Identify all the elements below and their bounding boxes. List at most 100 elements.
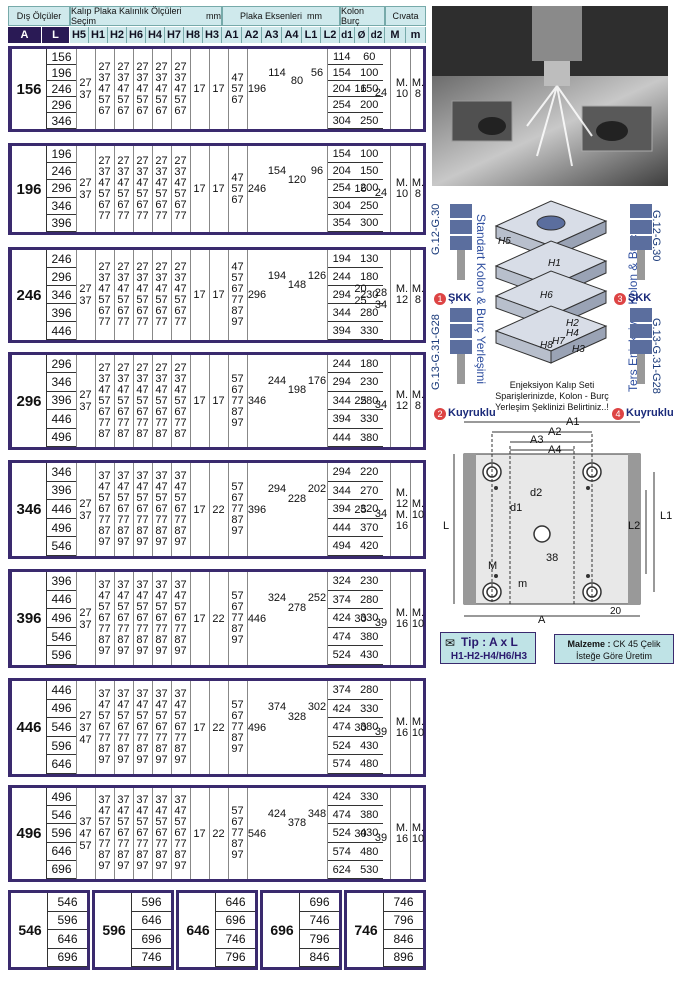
l-cell: 596 (47, 824, 76, 843)
l2-cell: 430 (360, 649, 379, 662)
col-d1: d1 (340, 27, 355, 43)
m-big-cell: M. 10 (395, 77, 409, 100)
h5-cell: 27 37 (79, 283, 92, 307)
grid-line (327, 572, 328, 665)
h8-cell: 17 (212, 395, 225, 407)
h7-cell: 17 (193, 721, 206, 734)
l1-cell: 344 (332, 307, 351, 319)
extra-a-value: 696 (270, 922, 294, 938)
dim-L: L (443, 520, 450, 532)
grid-line (76, 681, 77, 774)
bushing-detail-left (450, 204, 472, 384)
l-cell: 346 (47, 286, 76, 304)
l1-cell: 344 (332, 484, 351, 497)
h-value-cell: 37 47 57 67 77 87 97 (98, 579, 111, 657)
grid-line (247, 788, 248, 879)
h8-cell: 17 (212, 289, 225, 301)
l1-cell: 424 (332, 791, 351, 803)
h3-cell: 47 57 67 77 87 97 (231, 261, 244, 328)
bushing-detail-right (630, 204, 652, 384)
a4-cell: 176 (307, 375, 327, 388)
machining-photo (432, 6, 668, 186)
h5-cell: 37 47 57 (79, 815, 92, 852)
grid-line (152, 146, 153, 232)
h-value-cell: 37 47 57 67 77 87 97 (136, 688, 149, 766)
badge-3: 3 (614, 293, 626, 305)
col-H7: H7 (165, 27, 184, 43)
l2-cell: 150 (360, 83, 379, 95)
l-cell: 446 (47, 410, 76, 429)
grid-line (228, 572, 229, 665)
h-value-cell: 37 47 57 67 77 87 97 (174, 579, 187, 657)
grid-line (133, 250, 134, 340)
h8-cell: 22 (212, 721, 225, 734)
l2-cell: 330 (360, 702, 379, 715)
h8-cell: 22 (212, 827, 225, 840)
col-L2: L2 (321, 27, 340, 43)
grid-line (209, 681, 210, 774)
a2-cell: 244 (267, 375, 287, 388)
l-cell: 646 (47, 843, 76, 861)
extra-a-value: 596 (102, 922, 126, 938)
grid-line (133, 788, 134, 879)
dim-a-value: 496 (16, 825, 42, 842)
grid-line (95, 49, 96, 129)
grid-line (95, 146, 96, 232)
l-cell: 446 (47, 322, 76, 340)
grid-line (410, 250, 411, 340)
a4-cell: 126 (307, 269, 327, 282)
envelope-icon: ✉ (445, 636, 456, 650)
l-cell: 346 (47, 198, 76, 215)
col-H1: H1 (89, 27, 108, 43)
a1-cell: 246 (247, 183, 267, 195)
grid-line (228, 463, 229, 556)
a2-cell: 374 (267, 701, 287, 714)
grid-line (410, 463, 411, 556)
l2-cell: 420 (360, 540, 379, 553)
l-cell: 546 (47, 718, 76, 737)
h3-cell: 47 57 67 (231, 171, 244, 206)
l1-cell: 474 (332, 809, 351, 822)
plate-label-h4: H4 (566, 328, 579, 339)
d1-cell: 30 (354, 721, 367, 734)
col-L1: L1 (302, 27, 321, 43)
grid-line (171, 572, 172, 665)
grid-line (327, 250, 328, 340)
dim-a-value: 156 (16, 80, 42, 98)
extra-l-cell: 696 (300, 893, 339, 912)
grid-line (114, 250, 115, 340)
l-cell: 246 (47, 81, 76, 97)
m-small-cell: M. 10 (411, 497, 425, 521)
a3-cell: 378 (287, 817, 307, 830)
grid-line (95, 463, 96, 556)
plate-top-view (453, 421, 655, 617)
l1-cell: 394 (332, 325, 351, 337)
grid-line (327, 788, 328, 879)
grid-line (171, 681, 172, 774)
m-big-cell: M. 12 (395, 389, 409, 412)
h-value-cell: 27 37 47 57 67 77 (117, 261, 130, 328)
h-value-cell: 37 47 57 67 77 87 97 (117, 794, 130, 872)
grid-line (190, 572, 191, 665)
l2-cell: 250 (360, 115, 379, 127)
l-cell: 496 (47, 519, 76, 538)
l2-cell: 480 (360, 758, 379, 771)
l2-cell: 330 (360, 791, 379, 803)
m-small-cell: M. 10 (411, 821, 425, 845)
extra-l-cell: 846 (300, 949, 339, 967)
h-value-cell: 27 37 47 57 67 (98, 60, 111, 117)
col-A3: A3 (262, 27, 282, 43)
malzeme-value: CK 45 Çelik İsteğe Göre Üretim (575, 639, 661, 661)
grid-line (171, 250, 172, 340)
label-skk-1: ŞKK (448, 292, 472, 304)
